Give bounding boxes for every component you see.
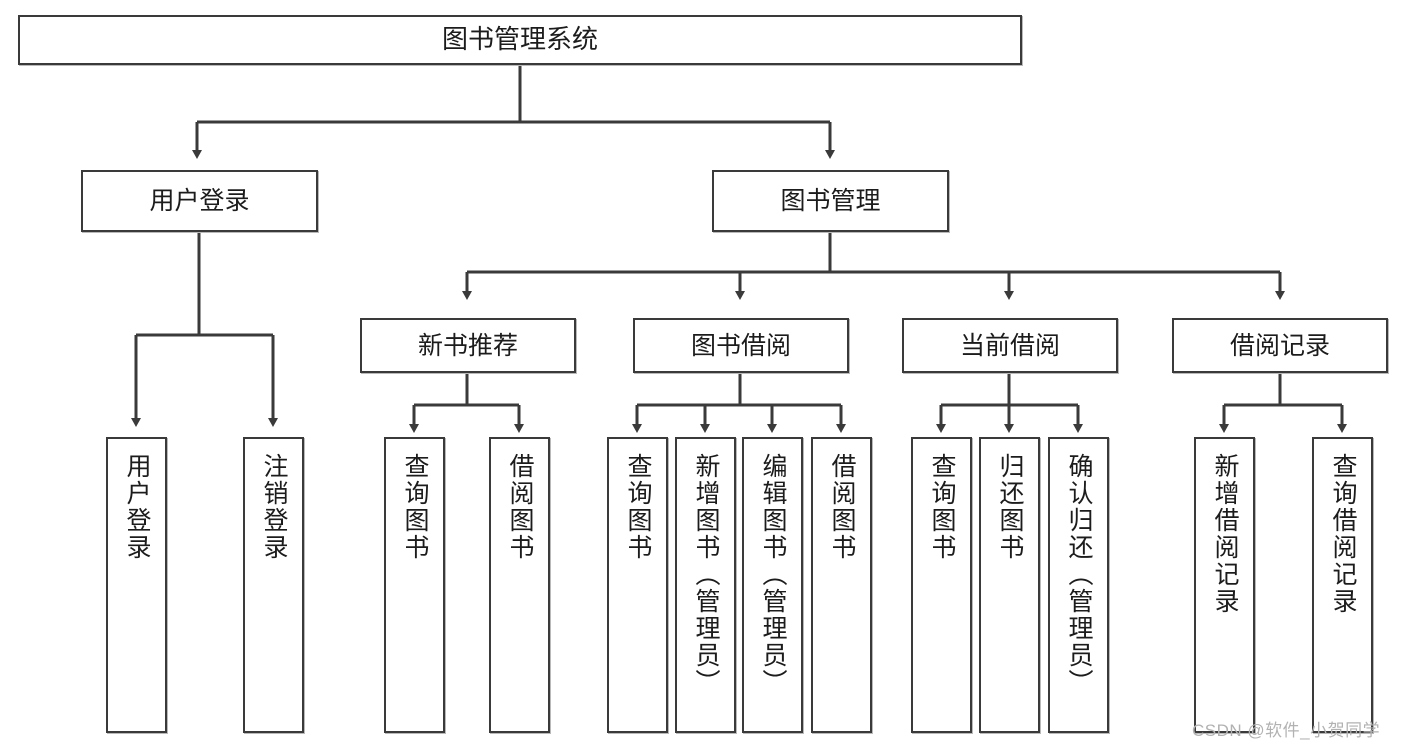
node-leaf-query-record[interactable]: 查询借阅记录 — [1312, 437, 1373, 733]
node-leaf-borrow-book-2-label: 借阅图书 — [828, 453, 856, 561]
node-leaf-user-login[interactable]: 用户登录 — [106, 437, 167, 733]
node-book-management[interactable]: 图书管理 — [712, 170, 949, 232]
node-leaf-edit-book[interactable]: 编辑图书（管理员） — [742, 437, 803, 733]
node-leaf-return-book[interactable]: 归还图书 — [979, 437, 1040, 733]
node-leaf-query-book-3[interactable]: 查询图书 — [911, 437, 972, 733]
node-book-management-label: 图书管理 — [780, 187, 881, 215]
node-leaf-user-login-label: 用户登录 — [123, 453, 151, 561]
node-leaf-query-book-1-label: 查询图书 — [401, 453, 429, 561]
node-book-borrow-label: 图书借阅 — [690, 331, 791, 360]
node-borrow-record-label: 借阅记录 — [1229, 331, 1330, 360]
node-leaf-logout-login[interactable]: 注销登录 — [243, 437, 304, 733]
node-leaf-edit-book-label: 编辑图书（管理员） — [759, 453, 787, 696]
node-leaf-add-record-label: 新增借阅记录 — [1211, 453, 1239, 615]
node-leaf-query-book-3-label: 查询图书 — [928, 453, 956, 561]
node-leaf-add-book[interactable]: 新增图书（管理员） — [675, 437, 736, 733]
csdn-watermark: CSDN @软件_小贺同学 — [1192, 721, 1381, 740]
node-book-borrow[interactable]: 图书借阅 — [633, 318, 849, 373]
node-root-system-label: 图书管理系统 — [441, 24, 598, 55]
node-leaf-confirm-return-label: 确认归还（管理员） — [1065, 453, 1093, 696]
node-new-book-recommend-label: 新书推荐 — [417, 331, 518, 360]
node-leaf-return-book-label: 归还图书 — [996, 453, 1024, 561]
node-leaf-add-book-label: 新增图书（管理员） — [692, 453, 720, 696]
node-leaf-borrow-book-1[interactable]: 借阅图书 — [489, 437, 550, 733]
node-current-borrow[interactable]: 当前借阅 — [902, 318, 1118, 373]
node-leaf-query-record-label: 查询借阅记录 — [1329, 453, 1357, 615]
node-leaf-add-record[interactable]: 新增借阅记录 — [1194, 437, 1255, 733]
node-new-book-recommend[interactable]: 新书推荐 — [360, 318, 576, 373]
node-leaf-query-book-1[interactable]: 查询图书 — [384, 437, 445, 733]
node-leaf-query-book-2[interactable]: 查询图书 — [607, 437, 668, 733]
node-leaf-confirm-return[interactable]: 确认归还（管理员） — [1048, 437, 1109, 733]
node-user-login[interactable]: 用户登录 — [81, 170, 318, 232]
node-leaf-borrow-book-2[interactable]: 借阅图书 — [811, 437, 872, 733]
node-user-login-label: 用户登录 — [149, 187, 250, 215]
node-current-borrow-label: 当前借阅 — [959, 331, 1060, 360]
node-leaf-query-book-2-label: 查询图书 — [624, 453, 652, 561]
node-root-system[interactable]: 图书管理系统 — [18, 15, 1022, 65]
node-leaf-borrow-book-1-label: 借阅图书 — [506, 453, 534, 561]
node-borrow-record[interactable]: 借阅记录 — [1172, 318, 1388, 373]
node-leaf-logout-login-label: 注销登录 — [260, 453, 288, 561]
